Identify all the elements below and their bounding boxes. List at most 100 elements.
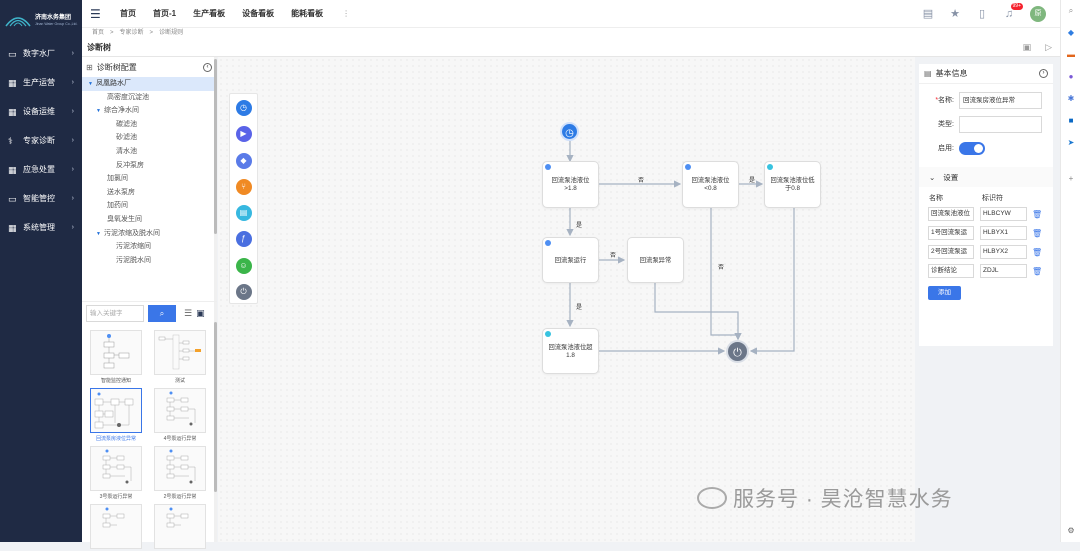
search-button[interactable]: ⌕ [148,305,176,322]
setting-id-input[interactable]: HLBYX1 [980,226,1027,240]
caret-down-icon[interactable]: ▼ [88,81,93,87]
tab-home-1[interactable]: 首页-1 [153,9,177,18]
template-card[interactable]: 4号泵运行异常 [154,388,206,442]
tag-icon[interactable]: ◆ [1067,28,1075,37]
search-icon[interactable]: ⌕ [1068,6,1074,15]
branch-node-icon[interactable]: ⑂ [235,178,252,195]
data-node-icon[interactable]: ▤ [235,205,252,222]
template-card[interactable]: 3号泵运行异常 [90,446,142,500]
template-card[interactable]: 智能监控通知 [90,330,142,384]
edge-label: 否 [718,265,725,271]
save-icon[interactable]: ▣ [1022,42,1032,52]
template-card[interactable]: 回流泵房液位异常 [90,388,142,442]
outlook-icon[interactable]: ■ [1068,116,1074,125]
setting-name-input[interactable]: 回流泵池液位 [928,207,974,221]
flow-canvas[interactable]: ◷ ▶ ◆ ⑂ ▤ ƒ ☺ ⏻ ◷ 回流泵池液位>1.8 回流泵池液位<0.8 … [218,57,915,542]
template-card[interactable] [154,504,206,551]
tree-node[interactable]: ▼综合净水间 [96,107,139,115]
function-node-icon[interactable]: ƒ [235,231,252,248]
avatar[interactable]: 原 [1030,5,1046,22]
delete-icon[interactable]: 🗑 [1032,209,1043,219]
settings-gear-icon[interactable]: ⚙ [1067,526,1075,535]
collapse-right-icon[interactable]: › [1039,69,1048,78]
template-scrollbar[interactable] [214,302,217,542]
flow-node[interactable]: 回流泵池液位低于0.8 [764,161,821,208]
tree-node[interactable]: 碳滤池 [116,120,137,128]
settings-section[interactable]: ⌄设置 [919,167,1053,187]
sidebar-item-emergency[interactable]: ▦应急处置› [8,164,74,175]
flow-node[interactable]: 回流泵池液位超1.8 [542,328,599,374]
star-icon[interactable]: ★ [950,7,960,20]
sidebar-item-expert-diagnosis[interactable]: ⚕专家诊断› [8,135,74,146]
template-card[interactable] [90,504,142,551]
puzzle-icon[interactable]: ✱ [1067,94,1075,103]
setting-id-input[interactable]: HLBYX2 [980,245,1027,259]
add-button[interactable]: 添加 [928,286,961,300]
flow-end-node[interactable]: ⏻ [726,340,749,363]
collapse-left-icon[interactable]: ‹ [203,62,212,72]
name-field[interactable]: 回流泵房液位异常 [959,91,1042,109]
list-view-icon[interactable]: ☰ [184,308,193,318]
sidebar-item-smart-control[interactable]: ▭智能管控› [8,193,74,204]
tree-node[interactable]: 加氯间 [107,175,128,183]
clipboard-icon[interactable]: ▯ [978,7,986,20]
tree-node[interactable]: 砂滤池 [116,134,137,142]
search-input[interactable]: 输入关键字 [86,305,144,322]
tree-node[interactable]: 反冲泵房 [116,161,144,169]
caret-down-icon[interactable]: ▼ [96,108,101,115]
flow-node[interactable]: 回流泵异常 [627,237,684,283]
tab-production-board[interactable]: 生产看板 [193,9,226,18]
end-node-icon[interactable]: ⏻ [235,284,252,301]
caret-down-icon[interactable]: ▼ [96,230,101,237]
tree-node[interactable]: ▼污泥浓缩及脱水间 [96,229,160,237]
menu-toggle-icon[interactable]: ☰ [90,6,101,21]
tree-node[interactable]: 污泥脱水间 [116,256,151,264]
plus-icon[interactable]: + [1068,174,1074,183]
sidebar-item-system[interactable]: ▦系统管理› [8,222,74,233]
template-card[interactable]: 测试 [154,330,206,384]
sidebar-item-production[interactable]: ▦生产运营› [8,77,74,88]
tree-node[interactable]: 加药间 [107,202,128,210]
breadcrumb-home[interactable]: 首页 [92,30,105,36]
user-icon[interactable]: ● [1068,72,1074,81]
enable-toggle[interactable] [959,141,985,155]
send-icon[interactable]: ➤ [1067,138,1075,147]
delete-icon[interactable]: 🗑 [1032,247,1043,257]
more-tabs-icon[interactable]: ⋮ [342,9,351,18]
tree-node[interactable]: 污泥浓缩间 [116,243,151,251]
delete-icon[interactable]: 🗑 [1032,228,1043,238]
tree-node[interactable]: 高密度沉淀池 [107,93,149,101]
setting-name-input[interactable]: 2号回流泵运 [928,245,974,259]
tree-scrollbar[interactable] [214,57,217,301]
tree-node[interactable]: 清水池 [116,147,137,155]
sidebar-item-equipment[interactable]: ▦设备运维› [8,106,74,117]
flow-start-node[interactable]: ◷ [560,122,579,141]
tree-node[interactable]: 送水泵房 [107,188,135,196]
tree-node[interactable]: ▼凤凰路水厂 [82,77,217,91]
tab-energy-board[interactable]: 能耗看板 [291,9,324,18]
condition-node-icon[interactable]: ◆ [235,152,252,169]
user-node-icon[interactable]: ☺ [235,257,252,274]
start-node-icon[interactable]: ◷ [235,100,252,116]
type-field[interactable] [959,115,1042,133]
tree-node[interactable]: 臭氧发生间 [107,215,142,223]
run-icon[interactable]: ▷ [1045,42,1052,52]
flow-node[interactable]: 回流泵池液位<0.8 [682,161,739,208]
document-icon[interactable]: ▤ [922,7,934,20]
tab-home[interactable]: 首页 [120,9,136,18]
template-card[interactable]: 2号泵运行异常 [154,446,206,500]
setting-name-input[interactable]: 诊断结论 [928,264,974,278]
bell-icon[interactable]: ♫99+ [1004,2,1023,20]
sidebar-item-digital-plant[interactable]: ▭数字水厂› [8,48,74,59]
flow-node[interactable]: 回流泵运行 [542,237,599,283]
setting-id-input[interactable]: HLBCYW [980,207,1027,221]
setting-id-input[interactable]: ZDJL [980,264,1027,278]
setting-name-input[interactable]: 1号回流泵运 [928,226,974,240]
grid-view-icon[interactable]: ▣ [196,308,205,318]
flow-node[interactable]: 回流泵池液位>1.8 [542,161,599,208]
delete-icon[interactable]: 🗑 [1032,266,1043,276]
play-node-icon[interactable]: ▶ [235,126,252,143]
breadcrumb-expert[interactable]: 专家诊断 [119,30,144,36]
toolbox-icon[interactable]: ▬ [1067,50,1075,59]
tab-equipment-board[interactable]: 设备看板 [242,9,275,18]
